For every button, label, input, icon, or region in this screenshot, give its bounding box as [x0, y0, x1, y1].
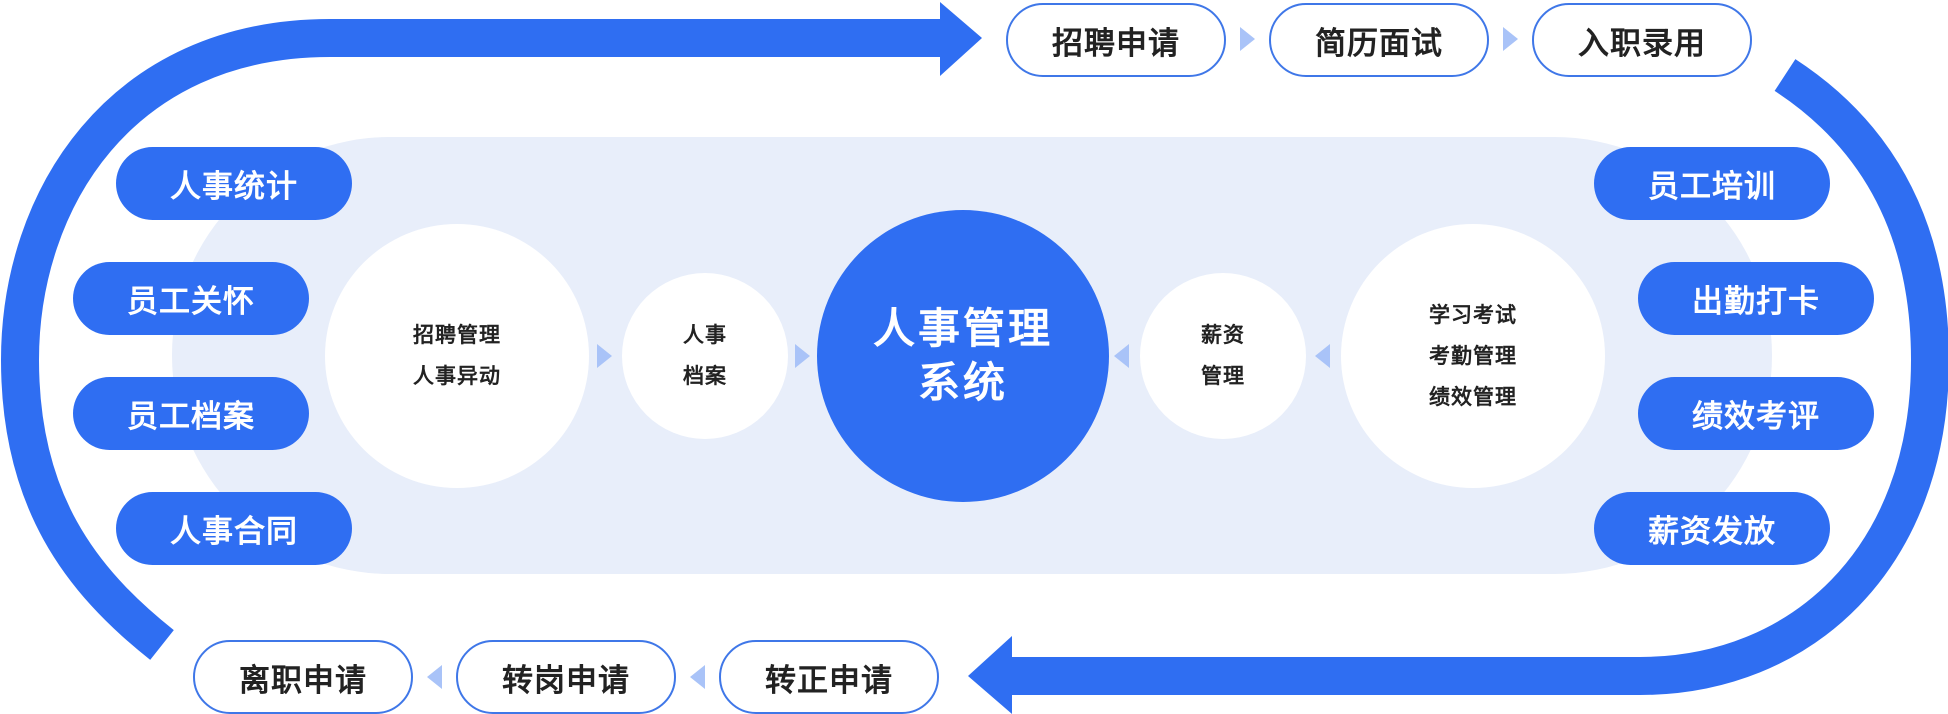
module-label: 招聘管理 — [413, 323, 501, 347]
center-title-line: 人事管理 — [872, 304, 1053, 353]
flow-step-label: 入职录用 — [1578, 25, 1706, 62]
left-item-employee-care[interactable]: 员工关怀 — [73, 262, 309, 335]
flow-step-transfer-apply[interactable]: 转岗申请 — [456, 640, 676, 714]
right-item-salary-payout[interactable]: 薪资发放 — [1594, 492, 1830, 565]
module-label: 学习考试 — [1429, 302, 1517, 327]
flow-arrow-icon — [427, 665, 442, 689]
bottom-left-arrowhead — [968, 636, 1012, 714]
right-loop-arc — [1008, 59, 1948, 695]
left-item-label: 员工档案 — [127, 399, 255, 435]
left-item-label: 人事统计 — [170, 169, 298, 205]
flow-step-onboarding[interactable]: 入职录用 — [1532, 3, 1752, 77]
module-label: 绩效管理 — [1429, 384, 1517, 409]
module-circle-hr-files[interactable]: 人事 档案 — [622, 273, 788, 439]
module-circle-learning-attendance[interactable]: 学习考试 考勤管理 绩效管理 — [1341, 224, 1605, 488]
flow-step-label: 招聘申请 — [1052, 25, 1180, 62]
right-item-label: 出勤打卡 — [1692, 284, 1820, 320]
left-item-label: 员工关怀 — [127, 284, 255, 320]
right-item-label: 绩效考评 — [1692, 399, 1820, 435]
flow-step-label: 简历面试 — [1315, 25, 1443, 62]
flow-step-label: 转岗申请 — [502, 662, 630, 699]
module-label: 档案 — [683, 364, 727, 388]
flow-step-regularization-apply[interactable]: 转正申请 — [719, 640, 939, 714]
flow-step-resignation-apply[interactable]: 离职申请 — [193, 640, 413, 714]
flow-arrow-icon — [597, 344, 612, 368]
left-item-employee-files[interactable]: 员工档案 — [73, 377, 309, 450]
flow-arrow-icon — [795, 344, 810, 368]
module-label: 人事异动 — [413, 364, 501, 388]
flow-arrow-icon — [1240, 27, 1255, 51]
flow-step-interview[interactable]: 简历面试 — [1269, 3, 1489, 77]
center-hr-system[interactable]: 人事管理 系统 — [817, 210, 1109, 502]
module-label: 考勤管理 — [1429, 343, 1517, 368]
left-item-hr-statistics[interactable]: 人事统计 — [116, 147, 352, 220]
module-circle-salary[interactable]: 薪资 管理 — [1140, 273, 1306, 439]
flow-arrow-icon — [1503, 27, 1518, 51]
flow-step-label: 转正申请 — [765, 662, 893, 699]
left-loop-arc — [0, 19, 948, 660]
right-item-label: 员工培训 — [1648, 169, 1776, 205]
flow-arrow-icon — [1114, 344, 1129, 368]
module-label: 管理 — [1201, 364, 1245, 388]
module-label: 人事 — [683, 323, 727, 347]
right-item-performance[interactable]: 绩效考评 — [1638, 377, 1874, 450]
flow-arrow-icon — [690, 665, 705, 689]
right-item-training[interactable]: 员工培训 — [1594, 147, 1830, 220]
flow-arrow-icon — [1315, 344, 1330, 368]
center-title-line: 系统 — [917, 358, 1008, 407]
top-right-arrowhead — [940, 2, 982, 76]
flow-step-recruitment-apply[interactable]: 招聘申请 — [1006, 3, 1226, 77]
left-item-hr-contract[interactable]: 人事合同 — [116, 492, 352, 565]
right-item-attendance[interactable]: 出勤打卡 — [1638, 262, 1874, 335]
module-circle-recruitment[interactable]: 招聘管理 人事异动 — [325, 224, 589, 488]
left-item-label: 人事合同 — [170, 514, 298, 550]
right-item-label: 薪资发放 — [1648, 514, 1776, 550]
flow-step-label: 离职申请 — [239, 662, 367, 699]
module-label: 薪资 — [1201, 323, 1245, 347]
